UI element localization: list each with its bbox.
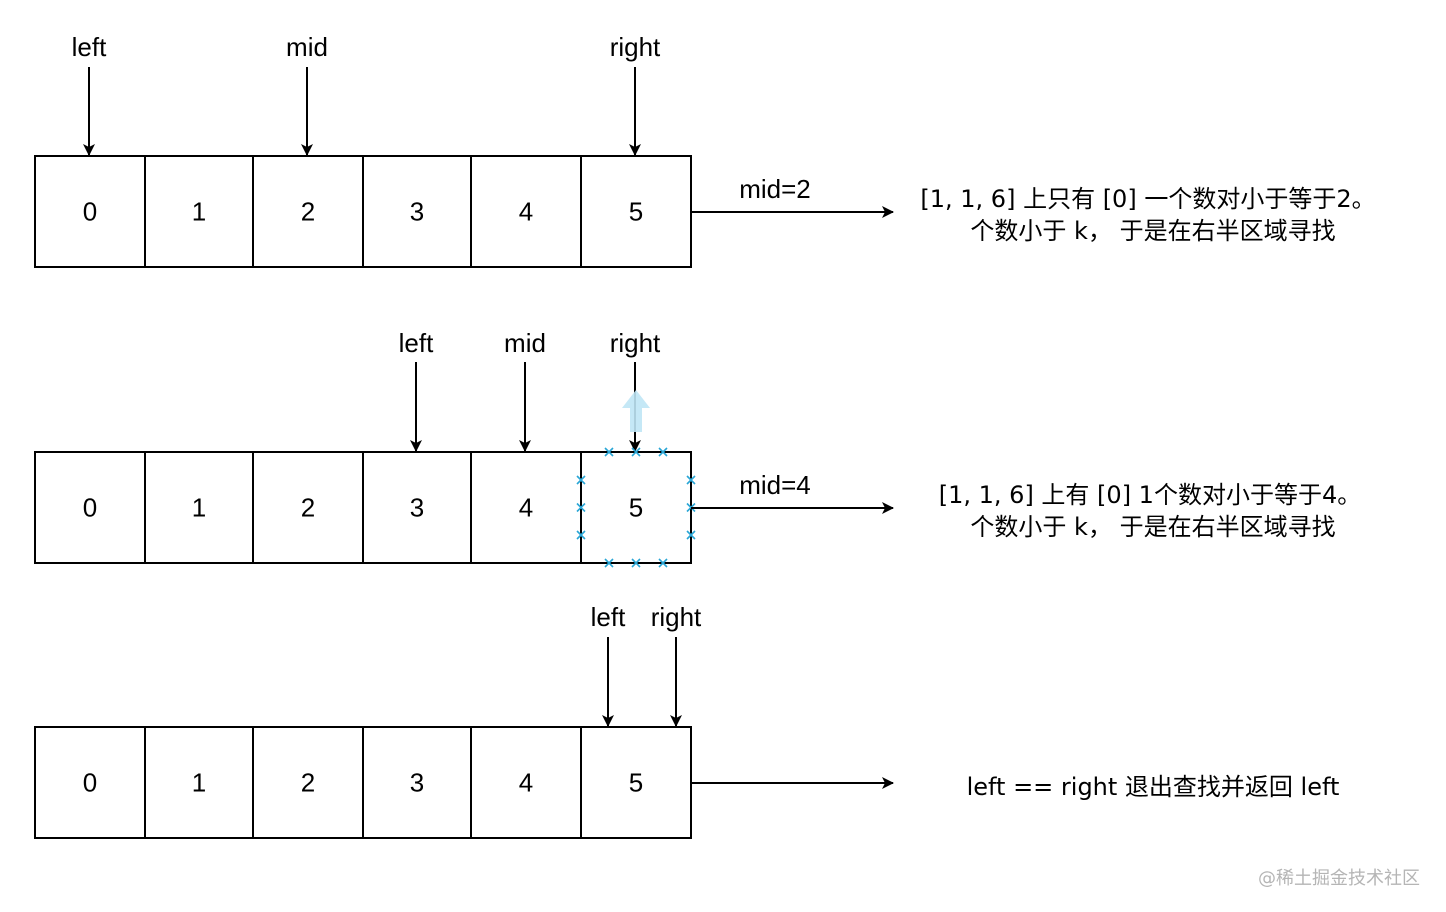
pointers-row-1: left mid right — [72, 32, 661, 156]
array-row-2: 0 1 2 3 4 5 — [34, 451, 692, 564]
resize-handle-icon[interactable] — [631, 447, 641, 457]
conclusion-text: left == right 退出查找并返回 left — [967, 773, 1340, 801]
pointer-label-left: left — [72, 32, 107, 62]
cell-index-label: 5 — [629, 197, 643, 227]
array-cell — [470, 155, 582, 268]
pointer-label-right: right — [610, 32, 661, 62]
cell-index-label: 0 — [83, 768, 97, 798]
cell-index-label: 2 — [301, 768, 315, 798]
array-cell — [144, 726, 254, 839]
array-cell — [362, 451, 472, 564]
row-3: 0 1 2 3 4 5 left right left == right 退出查找并返回 l… — [34, 602, 1340, 839]
array-cell — [34, 726, 146, 839]
watermark: @稀土掘金技术社区 — [1258, 868, 1420, 889]
cell-index-label: 4 — [519, 197, 533, 227]
resize-handle-icon[interactable] — [576, 475, 586, 485]
array-cell — [252, 155, 364, 268]
explanation-line-2-row-2: 个数小于 k， 于是在右半区域寻找 — [970, 513, 1335, 541]
pointer-label-right: right — [651, 602, 702, 632]
selection-handles[interactable] — [576, 390, 696, 568]
connection-arrow-icon[interactable] — [622, 390, 650, 432]
cell-index-label: 3 — [410, 768, 424, 798]
resize-handle-icon[interactable] — [686, 530, 696, 540]
cell-index-label: 4 — [519, 493, 533, 523]
cell-index-label: 1 — [192, 197, 206, 227]
resize-handle-icon[interactable] — [658, 447, 668, 457]
cell-index-label: 0 — [83, 493, 97, 523]
cell-index-label: 4 — [519, 768, 533, 798]
pointer-label-left: left — [399, 328, 434, 358]
array-cell — [252, 451, 364, 564]
cell-index-label: 1 — [192, 493, 206, 523]
array-row-3: 0 1 2 3 4 5 — [34, 726, 692, 839]
cell-index-label: 0 — [83, 197, 97, 227]
explanation-line-2-row-1: 个数小于 k， 于是在右半区域寻找 — [970, 217, 1335, 245]
pointer-label-mid: mid — [286, 32, 328, 62]
explanation-line-1-row-1: [1, 1, 6] 上只有 [0] 一个数对小于等于2。 — [920, 185, 1375, 213]
resize-handle-icon[interactable] — [604, 447, 614, 457]
resize-handle-icon[interactable] — [631, 558, 641, 568]
resize-handle-icon[interactable] — [604, 558, 614, 568]
resize-handle-icon[interactable] — [576, 530, 586, 540]
pointer-label-left: left — [591, 602, 626, 632]
resize-handle-icon[interactable] — [658, 558, 668, 568]
mid-value-label-row-1: mid=2 — [739, 174, 811, 204]
array-cell — [34, 155, 146, 268]
cell-index-label: 3 — [410, 197, 424, 227]
array-cell — [470, 451, 582, 564]
array-cell — [144, 155, 254, 268]
cell-index-label: 5 — [629, 493, 643, 523]
cell-index-label: 1 — [192, 768, 206, 798]
row-1: 0 1 2 3 4 5 left mid right mid=2 [1, 1, 6] 上只有 … — [34, 32, 1376, 268]
cell-index-label: 2 — [301, 197, 315, 227]
array-cell — [252, 726, 364, 839]
cell-index-label: 3 — [410, 493, 424, 523]
array-cell — [362, 726, 472, 839]
cell-index-label: 2 — [301, 493, 315, 523]
resize-handle-icon[interactable] — [576, 502, 586, 513]
row-2: 0 1 2 3 4 5 left mid right mid=4 [1, 1, 6] 上有 [… — [34, 328, 1361, 568]
cell-index-label: 5 — [629, 768, 643, 798]
pointers-row-3: left right — [591, 602, 702, 727]
explanation-line-1-row-2: [1, 1, 6] 上有 [0] 1个数对小于等于4。 — [939, 481, 1361, 509]
array-cell — [580, 451, 692, 564]
pointers-row-2: left mid right — [399, 328, 661, 452]
array-row-1: 0 1 2 3 4 5 — [34, 155, 692, 268]
array-cell — [470, 726, 582, 839]
array-cell — [580, 726, 692, 839]
resize-handle-icon[interactable] — [686, 475, 696, 485]
array-cell — [580, 155, 692, 268]
mid-value-label-row-2: mid=4 — [739, 470, 811, 500]
pointer-label-right: right — [610, 328, 661, 358]
pointer-label-mid: mid — [504, 328, 546, 358]
